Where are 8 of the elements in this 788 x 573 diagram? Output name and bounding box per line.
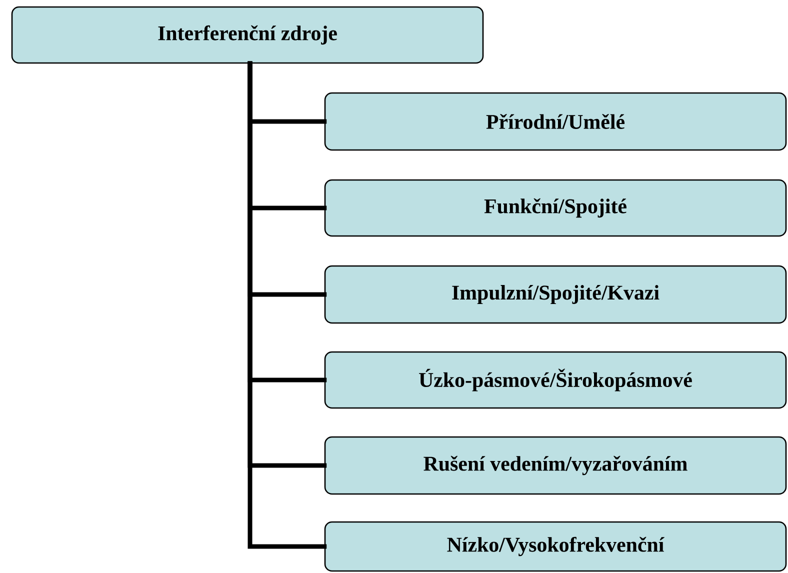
category-box: Nízko/Vysokofrekvenční (324, 521, 787, 572)
category-box: Impulzní/Spojité/Kvazi (324, 265, 787, 324)
connector-line (248, 61, 327, 549)
category-box: Rušení vedením/vyzařováním (324, 436, 787, 495)
category-box: Přírodní/Umělé (324, 92, 787, 151)
category-box: Funkční/Spojité (324, 179, 787, 237)
category-box: Úzko-pásmové/Širokopásmové (324, 351, 787, 409)
title-box: Interferenční zdroje (11, 6, 484, 64)
